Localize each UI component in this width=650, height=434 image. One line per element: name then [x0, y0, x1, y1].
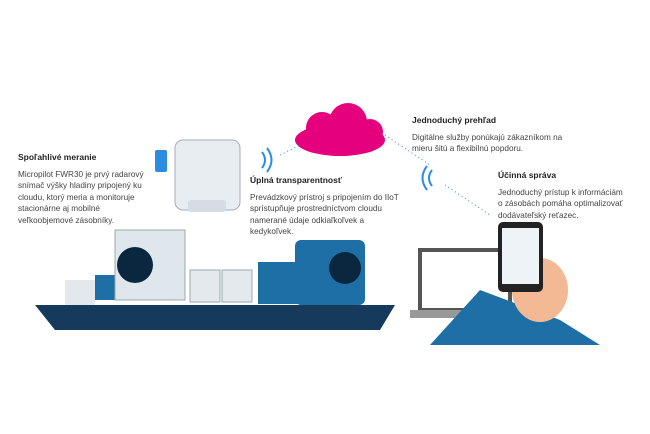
- wifi-icon: [261, 147, 433, 191]
- section-title: Spoľahlivé meranie: [18, 152, 97, 162]
- small-tanks: [189, 269, 253, 303]
- ship-platform: [35, 305, 395, 330]
- section-text: Jednoduchý prístup k informáciám o zásob…: [498, 187, 623, 220]
- storage-tanks: [258, 240, 365, 305]
- section-text: Prevádzkový prístroj s pripojením do IIo…: [250, 192, 399, 237]
- section-text: Digitálne služby ponúkajú zákazníkom na …: [412, 132, 563, 154]
- section-title: Účinná správa: [498, 170, 557, 180]
- radar-sensor-device: [174, 139, 241, 212]
- smartphone: [498, 222, 543, 292]
- section-title: Úplná transparentnosť: [250, 175, 342, 185]
- laptop: [410, 248, 520, 318]
- battery-icon: [155, 150, 167, 172]
- section-title: Jednoduchý prehľad: [412, 115, 497, 125]
- ibc-tank: [114, 229, 186, 301]
- cloud-icon: [295, 103, 385, 156]
- section-text: Micropilot FWR30 je prvý radarový snímač…: [18, 169, 144, 225]
